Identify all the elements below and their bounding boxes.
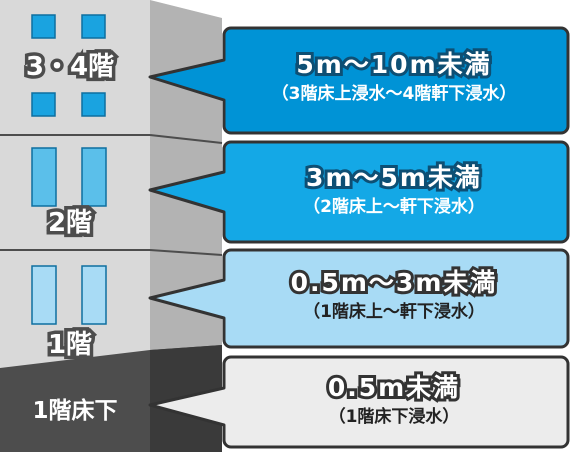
- floor-label-3-4: 3・4階: [22, 49, 117, 86]
- depth-note: （1階床上〜軒下浸水）: [303, 302, 485, 322]
- floor-divider: [149, 249, 223, 256]
- window: [31, 265, 57, 325]
- floor-label-below-1: 1階床下: [32, 398, 118, 424]
- depth-note: （2階床上〜軒下浸水）: [303, 197, 485, 217]
- callout-bottom-text: 0.5m未満 （1階床下浸水）: [224, 370, 564, 429]
- window: [81, 92, 106, 117]
- depth-range: 0.5m〜3m未満: [288, 265, 499, 300]
- callout-middle: [148, 248, 570, 349]
- callout-upper-text: 3m〜5m未満 （2階床上〜軒下浸水）: [224, 160, 564, 219]
- window: [81, 265, 107, 325]
- window: [31, 14, 56, 39]
- window: [81, 147, 107, 207]
- building-front: [0, 0, 150, 368]
- floor-label-2: 2階: [44, 205, 95, 242]
- floor-divider: [149, 134, 223, 144]
- depth-range: 3m〜5m未満: [303, 160, 483, 195]
- callout-bottom: [148, 355, 570, 449]
- depth-range: 5m〜10m未満: [293, 47, 492, 82]
- depth-note: （1階床下浸水）: [328, 407, 460, 427]
- window: [31, 147, 57, 207]
- callout-middle-text: 0.5m〜3m未満 （1階床上〜軒下浸水）: [224, 265, 564, 324]
- floor-label-1: 1階: [44, 327, 95, 364]
- callout-top-text: 5m〜10m未満 （3階床上浸水〜4階軒下浸水）: [224, 47, 564, 106]
- depth-range: 0.5m未満: [325, 370, 461, 405]
- callout-upper: [148, 140, 570, 244]
- window: [81, 14, 106, 39]
- depth-note: （3階床上浸水〜4階軒下浸水）: [271, 84, 517, 104]
- callout-top: [148, 26, 570, 135]
- window: [31, 92, 56, 117]
